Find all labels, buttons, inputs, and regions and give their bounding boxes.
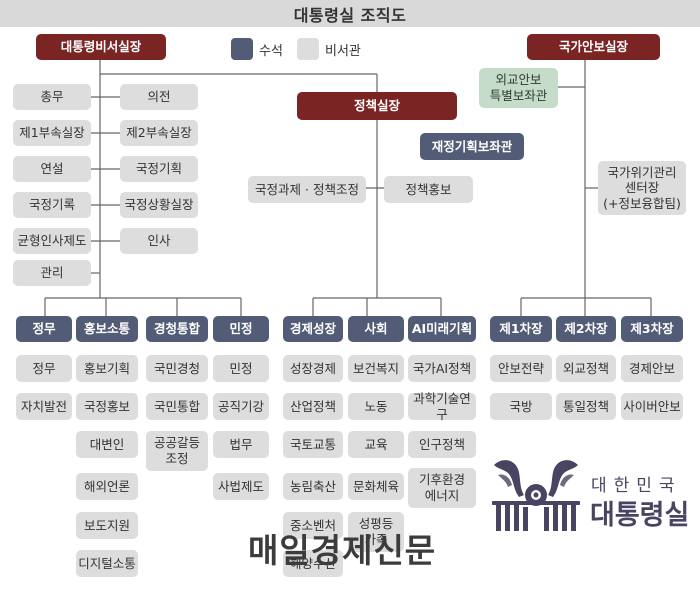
secretary-box: 경제안보	[621, 355, 683, 382]
secretary-box: 민정	[213, 355, 269, 382]
secretary-box: 국방	[490, 393, 552, 420]
secretary-box: 보건복지	[348, 355, 404, 382]
logo-text-office: 대통령실	[590, 500, 690, 531]
secretary-box: 법무	[213, 431, 269, 458]
secretary-box: 정무	[16, 355, 72, 382]
chief-right-item: 인사	[120, 228, 198, 254]
crisis-center-box: 국가위기관리 센터장 (+정보융합팀)	[598, 161, 686, 215]
secretary-box: 홍보기획	[76, 355, 138, 382]
secretary-box: 국가AI정책	[408, 355, 476, 382]
secretary-box: 인구정책	[408, 431, 476, 458]
senior-secretary-box: 제2차장	[556, 316, 616, 342]
secretary-box: 공직기강	[213, 393, 269, 420]
secretary-box: 산업정책	[283, 393, 343, 420]
policy-tasks-box: 국정과제 · 정책조정	[248, 176, 366, 203]
secretary-box: 노동	[348, 393, 404, 420]
senior-secretary-box: 제3차장	[621, 316, 683, 342]
secretary-box: 과학기술연구	[408, 391, 476, 422]
chief-right-item: 국정기획	[120, 156, 198, 182]
secretary-box: 안보전략	[490, 355, 552, 382]
secretary-box: 교육	[348, 431, 404, 458]
chief-right-item: 의전	[120, 84, 198, 110]
policy-pr-box: 정책홍보	[384, 176, 473, 203]
logo-text-korea: 대한민국	[591, 476, 682, 496]
secretary-box: 중소벤처	[283, 512, 343, 539]
senior-secretary-box: 민정	[213, 316, 269, 342]
policy-chief-box: 정책실장	[297, 92, 457, 120]
secretary-box: 국민통합	[146, 393, 208, 420]
secretary-box: 사이버안보	[621, 393, 683, 420]
secretary-box: 농림축산	[283, 473, 343, 500]
secretary-box: 통일정책	[556, 393, 616, 420]
legend-secretary-swatch	[297, 38, 319, 60]
secretary-box: 성장경제	[283, 355, 343, 382]
chief-left-item: 제1부속실장	[13, 120, 91, 146]
secretary-box: 국토교통	[283, 431, 343, 458]
chief-left-item: 연설	[13, 156, 91, 182]
secretary-box: 보도지원	[76, 512, 138, 539]
fiscal-advisor-box: 재정기획보좌관	[420, 133, 524, 160]
chief-left-item: 총무	[13, 84, 91, 110]
diplomacy-advisor-box: 외교안보 특별보좌관	[479, 68, 558, 108]
secretary-box: 디지털소통	[76, 550, 138, 577]
page-title: 대통령실 조직도	[0, 0, 700, 27]
senior-secretary-box: 경청통합	[146, 316, 208, 342]
senior-secretary-box: 사회	[348, 316, 404, 342]
chief-right-item: 국정상황실장	[120, 192, 198, 218]
secretary-box: 국정홍보	[76, 393, 138, 420]
secretary-box: 해외언론	[76, 473, 138, 500]
legend-chief-swatch	[231, 38, 253, 60]
chief-left-item: 균형인사제도	[13, 228, 91, 254]
legend-secretary-label: 비서관	[325, 44, 361, 59]
secretary-box: 사법제도	[213, 473, 269, 500]
senior-secretary-box: 홍보소통	[76, 316, 138, 342]
secretary-box: 공공갈등 조정	[146, 431, 208, 471]
chief-left-item: 국정기록	[13, 192, 91, 218]
presidential-emblem-icon	[492, 460, 580, 531]
secretary-box: 기후환경 에너지	[408, 468, 476, 508]
newspaper-watermark: 매일경제신문	[248, 531, 437, 570]
secretary-box: 국민경청	[146, 355, 208, 382]
secretary-box: 대변인	[76, 431, 138, 458]
secretary-box: 자치발전	[16, 393, 72, 420]
senior-secretary-box: 정무	[16, 316, 72, 342]
senior-secretary-box: AI미래기획	[408, 316, 476, 342]
secretary-box: 외교정책	[556, 355, 616, 382]
legend-chief-label: 수석	[259, 44, 283, 59]
secretary-box: 문화체육	[348, 473, 404, 500]
senior-secretary-box: 경제성장	[283, 316, 343, 342]
secretary-box: 해양수산	[283, 550, 343, 577]
secretary-box: 성평등 가족	[348, 512, 404, 552]
chief-left-item: 관리	[13, 260, 91, 286]
chief-of-staff-box: 대통령비서실장	[36, 34, 166, 60]
senior-secretary-box: 제1차장	[490, 316, 552, 342]
chief-right-item: 제2부속실장	[120, 120, 198, 146]
security-chief-box: 국가안보실장	[527, 34, 660, 60]
